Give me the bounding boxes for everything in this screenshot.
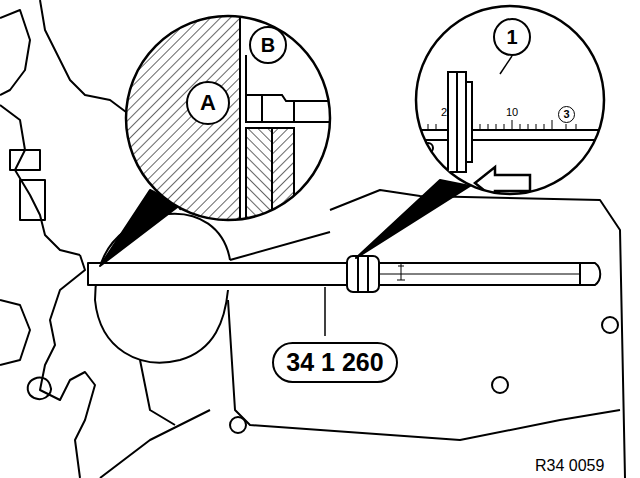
tool-number-box: 34 1 260 <box>272 342 398 383</box>
callout-letter: A <box>186 81 230 125</box>
node-text: 1 <box>506 27 517 47</box>
callout-letter: B <box>249 26 287 64</box>
figure-code: R34 0059 <box>535 458 604 474</box>
scale-mark-number: 3 <box>558 106 575 123</box>
scale-number: 2 <box>441 107 447 118</box>
scale-number: 10 <box>506 107 518 118</box>
node-text: 34 1 260 <box>286 350 383 375</box>
node-text: 3 <box>563 109 569 120</box>
callout-number: 1 <box>493 18 531 56</box>
node-text: B <box>261 35 275 55</box>
node-text: A <box>200 92 216 114</box>
